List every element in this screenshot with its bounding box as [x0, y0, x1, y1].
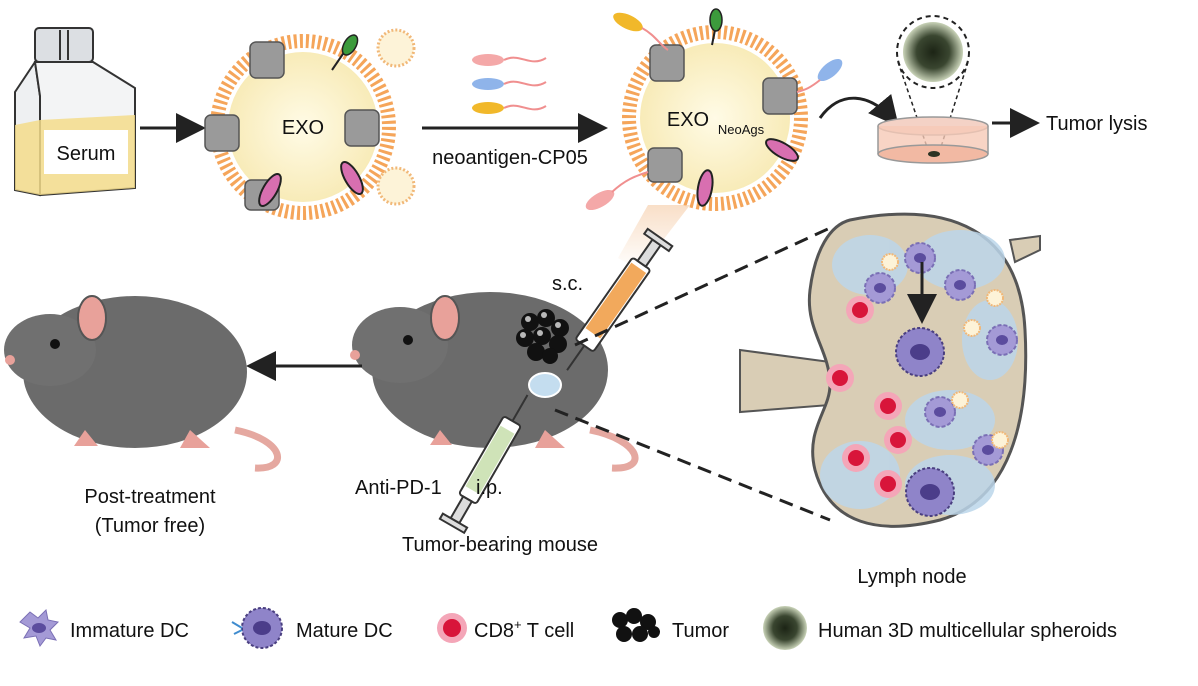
lymph-immature-dc [924, 396, 956, 428]
legend: Immature DC Mature DC CD8+ T cell Tumor [19, 606, 1117, 650]
lymph-cd8-t-cell [884, 426, 912, 454]
exo-neoags-label: EXO [667, 109, 709, 131]
anti-pd1-label: Anti-PD-1 [355, 477, 442, 499]
ip-label: i.p. [476, 477, 503, 499]
exo-label: EXO [282, 117, 324, 139]
tumor-bearing-mouse [350, 292, 639, 472]
legend-item-cd8-t-cell: CD8+ T cell [437, 613, 574, 643]
zoom-line-bottom [554, 408, 831, 522]
legend-item-tumor: Tumor [612, 608, 729, 642]
lymph-immature-dc [944, 269, 976, 301]
neoantigen-peptides [472, 54, 547, 114]
serum-label: Serum [57, 143, 116, 165]
legend-label-cd8: CD8+ T cell [474, 617, 574, 642]
sc-syringe [566, 227, 674, 371]
legend-label-immature-dc: Immature DC [70, 620, 189, 642]
lymph-cd8-t-cell [826, 364, 854, 392]
spheroid-icon [763, 606, 807, 650]
mature-dc-icon [231, 607, 283, 649]
legend-label-cd8-sup: + [514, 617, 522, 632]
lymph-mature-dc [895, 327, 945, 377]
exo-neoags-subscript: NeoAgs [718, 122, 765, 137]
legend-label-tumor: Tumor [672, 620, 729, 642]
exo-neoags-vesicle: EXO NeoAgs [585, 8, 843, 211]
legend-label-spheroid: Human 3D multicellular spheroids [818, 620, 1117, 642]
lymph-cd8-t-cell [846, 296, 874, 324]
lymph-node-label: Lymph node [857, 566, 966, 588]
arrow-to-dish [818, 93, 899, 127]
lymph-mature-dc [905, 467, 955, 517]
lymph-immature-dc [986, 324, 1018, 356]
legend-item-spheroid: Human 3D multicellular spheroids [763, 606, 1117, 650]
spheroid-dish [877, 15, 989, 164]
lymph-immature-dc [864, 272, 896, 304]
post-treatment-label-1: Post-treatment [84, 486, 216, 508]
legend-item-mature-dc: Mature DC [231, 607, 393, 649]
linker-label: neoantigen-CP05 [432, 147, 588, 169]
cd8-t-cell-icon [437, 613, 467, 643]
lymph-exosome [991, 431, 1009, 449]
lymph-exosome [881, 253, 899, 271]
lymph-cd8-t-cell [842, 444, 870, 472]
serum-bottle: Serum [14, 27, 136, 197]
lymph-node-cells [826, 242, 1018, 517]
lymph-exosome [951, 391, 969, 409]
lymph-cd8-t-cell [874, 392, 902, 420]
legend-label-cd8-suffix: T cell [522, 620, 575, 642]
exo-vesicle: EXO [204, 28, 416, 220]
ip-syringe [438, 394, 529, 535]
legend-label-mature-dc: Mature DC [296, 620, 393, 642]
lymph-cd8-t-cell [874, 470, 902, 498]
immature-dc-icon [19, 608, 60, 648]
sc-label: s.c. [552, 273, 583, 295]
post-treatment-label-2: (Tumor free) [95, 515, 205, 537]
legend-item-immature-dc: Immature DC [19, 608, 189, 648]
lymph-exosome [963, 319, 981, 337]
zoom-line-top [574, 226, 831, 347]
lymph-immature-dc [904, 242, 936, 274]
tumor-icon [612, 608, 660, 642]
lymph-exosome [986, 289, 1004, 307]
tumor-bearing-mouse-label: Tumor-bearing mouse [402, 534, 598, 556]
legend-label-cd8-text: CD8 [474, 620, 514, 642]
post-treatment-mouse [4, 295, 281, 472]
tumor-lysis-label: Tumor lysis [1046, 113, 1147, 135]
